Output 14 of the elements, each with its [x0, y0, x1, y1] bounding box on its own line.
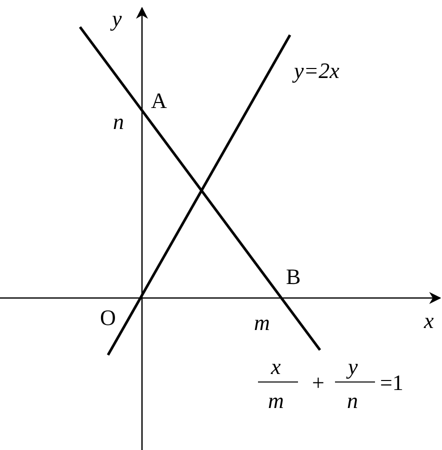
origin-label: O	[100, 307, 116, 329]
axis-label: x	[424, 310, 434, 332]
formula-term: +	[312, 372, 324, 394]
formula-term: n	[347, 390, 358, 412]
point-label: B	[286, 266, 301, 288]
formula-term: m	[268, 390, 284, 412]
formula-term: y	[348, 356, 358, 378]
axis-label: y	[112, 8, 122, 30]
point-label: A	[151, 90, 167, 112]
formula-term: x	[271, 356, 281, 378]
formula-term: =1	[380, 372, 404, 394]
axis-value: n	[113, 111, 124, 133]
axis-value: m	[254, 312, 270, 334]
line-equation: y=2x	[294, 60, 340, 82]
